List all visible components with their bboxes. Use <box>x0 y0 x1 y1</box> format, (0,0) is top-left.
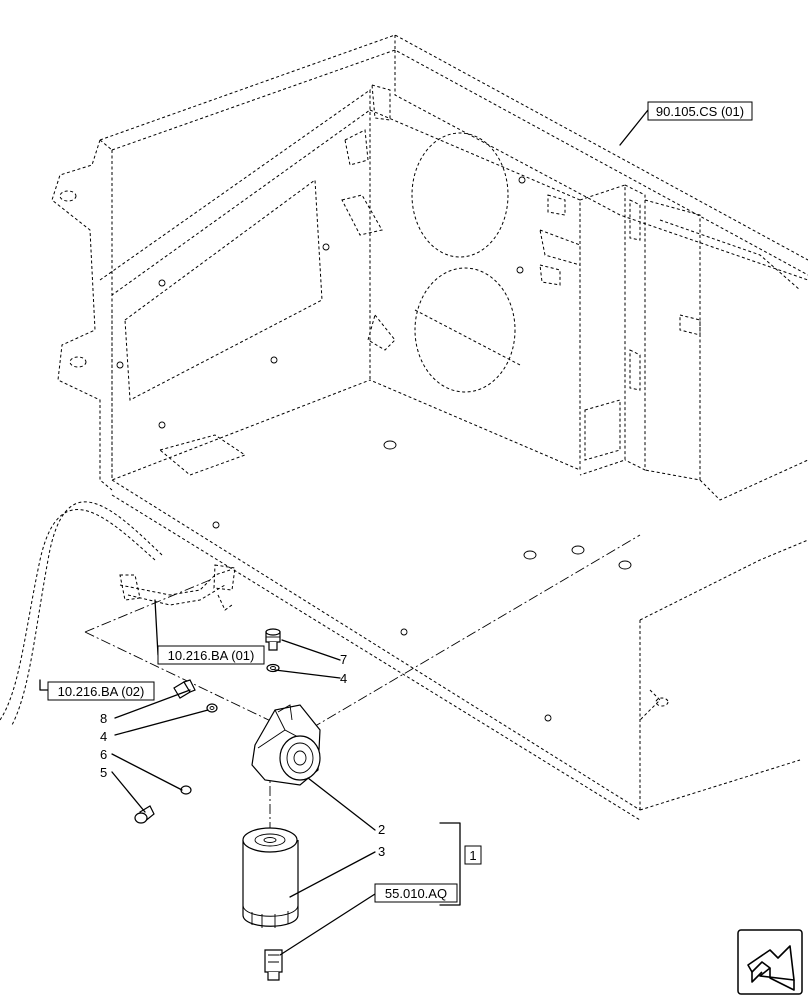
ref-10216-02-label[interactable]: 10.216.BA (02) <box>47 681 155 701</box>
callout-5: 5 <box>100 765 107 780</box>
next-page-arrow-icon[interactable] <box>737 929 803 995</box>
washer-4-lower <box>206 703 218 713</box>
ref-10216-01-label[interactable]: 10.216.BA (01) <box>157 645 265 665</box>
fuel-hose <box>0 501 236 726</box>
ref-90105-label[interactable]: 90.105.CS (01) <box>647 101 753 121</box>
svg-text:10.216.BA (01): 10.216.BA (01) <box>168 648 255 663</box>
callout-7: 7 <box>340 652 347 667</box>
svg-text:90.105.CS (01): 90.105.CS (01) <box>656 104 744 119</box>
callout-4-upper: 4 <box>340 671 347 686</box>
group-1-label[interactable]: 1 <box>464 845 482 865</box>
mounting-plane <box>84 534 641 736</box>
callout-2: 2 <box>378 822 385 837</box>
callout-4-lower: 4 <box>100 729 107 744</box>
bolt-5 <box>134 805 155 824</box>
callout-8: 8 <box>100 711 107 726</box>
callout-3: 3 <box>378 844 385 859</box>
chassis-frame <box>51 34 808 821</box>
fitting-7 <box>265 628 281 651</box>
plug-8 <box>173 679 196 699</box>
svg-text:55.010.AQ: 55.010.AQ <box>385 886 447 901</box>
filter-cartridge-3 <box>242 827 299 928</box>
filter-head-2 <box>251 704 321 786</box>
callout-6: 6 <box>100 747 107 762</box>
svg-text:1: 1 <box>469 848 476 863</box>
ref-55010-label[interactable]: 55.010.AQ <box>374 883 458 903</box>
leader-lines <box>39 109 649 956</box>
svg-text:10.216.BA (02): 10.216.BA (02) <box>58 684 145 699</box>
drain-valve <box>264 949 283 981</box>
